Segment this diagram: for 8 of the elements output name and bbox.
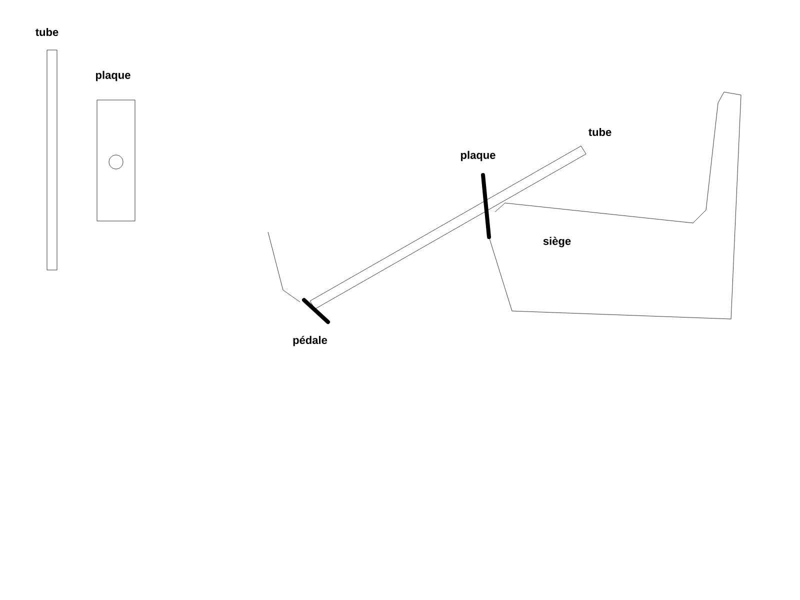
node-label: tube: [36, 28, 58, 36]
part-label: pédale: [293, 336, 328, 346]
part-label: tube: [588, 128, 612, 136]
plate-drawing: plaque: [96, 70, 136, 222]
part-label: plaque: [461, 150, 496, 162]
part-label: siège: [543, 236, 571, 248]
node-label: plaque: [96, 70, 130, 82]
tube-drawing: tube: [36, 28, 58, 270]
